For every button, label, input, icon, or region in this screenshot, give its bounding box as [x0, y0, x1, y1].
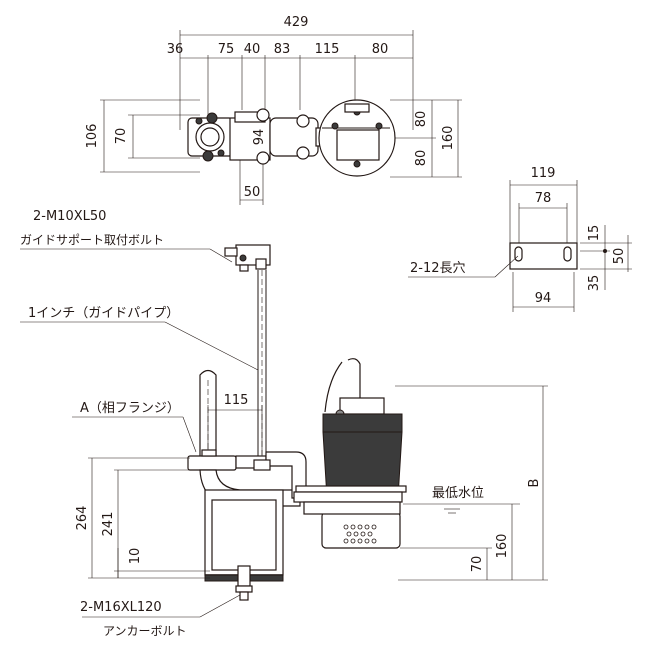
dim-70: 70 — [470, 556, 485, 573]
top-dim-3: 40 — [244, 42, 261, 57]
top-right-dim-80a: 80 — [414, 111, 429, 128]
flange-label: A（相フランジ） — [80, 401, 180, 416]
bracket-view: 119 78 15 50 35 94 2-12長穴 — [408, 166, 632, 312]
top-overall-dim: 429 — [284, 15, 309, 30]
front-view: 2-M10XL50 ガイドサポート取付ボルト 1インチ（ガイドパイプ） A（相フ… — [20, 209, 548, 638]
bracket-dim-94: 94 — [535, 291, 552, 306]
anchor-bolt-name: アンカーボルト — [103, 624, 187, 638]
height-dim-10: 10 — [128, 548, 143, 565]
top-right-dim-80b: 80 — [414, 150, 429, 167]
height-dim-241: 241 — [101, 512, 116, 537]
bracket-dim-15: 15 — [587, 225, 602, 242]
top-dim-1: 36 — [167, 42, 184, 57]
top-bottom-dim-50: 50 — [244, 185, 261, 200]
guide-bolt-name: ガイドサポート取付ボルト — [20, 233, 164, 247]
top-dim-6: 80 — [372, 42, 389, 57]
top-left-dim-106: 106 — [85, 124, 100, 149]
anchor-bolt-spec: 2-M16XL120 — [80, 600, 162, 615]
top-dim-4: 83 — [274, 42, 291, 57]
top-dim-2: 75 — [218, 42, 235, 57]
top-left-dim-70: 70 — [114, 128, 129, 145]
top-dim-5: 115 — [315, 42, 340, 57]
bracket-dim-119: 119 — [531, 166, 556, 181]
min-water-level-label: 最低水位 — [432, 486, 484, 501]
bracket-dim-35: 35 — [587, 275, 602, 292]
dim-160: 160 — [495, 534, 510, 559]
bracket-dim-50: 50 — [612, 248, 627, 265]
top-right-dim-160: 160 — [441, 126, 456, 151]
guide-bolt-spec: 2-M10XL50 — [33, 209, 106, 224]
bracket-dim-78: 78 — [535, 191, 552, 206]
b-label: B — [527, 479, 542, 488]
top-view: 429 36 75 40 83 115 80 106 70 80 80 160 … — [85, 15, 462, 205]
offset-dim-115: 115 — [224, 393, 249, 408]
height-dim-264: 264 — [75, 506, 90, 531]
top-center-dim-94: 94 — [252, 129, 267, 146]
guide-pipe-label: 1インチ（ガイドパイプ） — [28, 306, 179, 321]
bracket-holes-label: 2-12長穴 — [410, 261, 466, 276]
